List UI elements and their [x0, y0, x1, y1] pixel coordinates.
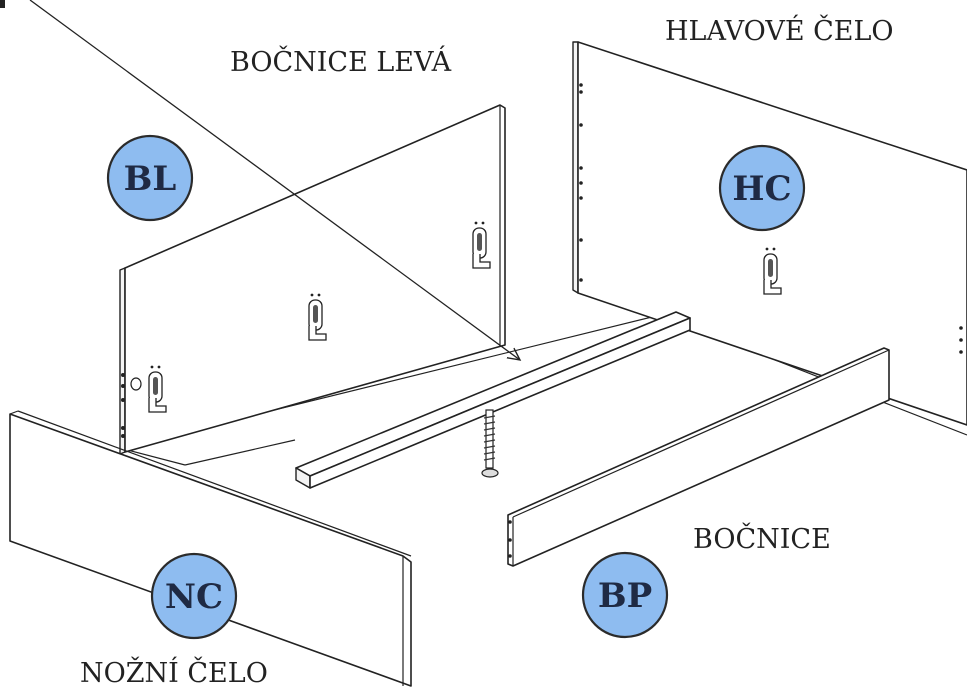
head-board-holes: [579, 83, 963, 354]
badge-hc-text: HC: [732, 169, 791, 209]
label-nozni-celo: NOŽNÍ ČELO: [80, 655, 268, 689]
hook-fitting-2: [308, 293, 327, 341]
hook-fitting-4: [763, 247, 782, 295]
head-board-panel: [572, 41, 967, 426]
badge-bp-text: BP: [598, 576, 652, 616]
foot-board-panel: [9, 410, 412, 687]
badge-hc: HC: [718, 144, 806, 232]
right-side-board-panel: [507, 347, 890, 567]
label-bocnice: BOČNICE: [693, 521, 831, 555]
center-beam: [295, 311, 691, 489]
left-side-board-panel: [119, 104, 506, 455]
label-hlavove-celo: HLAVOVÉ ČELO: [665, 13, 894, 47]
left-board-holes: [121, 373, 142, 438]
corner-mark: [0, 0, 5, 8]
support-leg: [481, 409, 499, 478]
label-bocnice-leva: BOČNICE LEVÁ: [230, 44, 452, 78]
badge-nc: NC: [150, 552, 238, 640]
hook-fitting-3: [472, 221, 491, 269]
badge-bl: BL: [106, 134, 194, 222]
pointer-arrow: [29, 0, 520, 360]
badge-nc-text: NC: [165, 577, 223, 617]
badge-bl-text: BL: [124, 159, 177, 199]
hook-fitting-1: [148, 365, 167, 413]
badge-bp: BP: [581, 551, 669, 639]
